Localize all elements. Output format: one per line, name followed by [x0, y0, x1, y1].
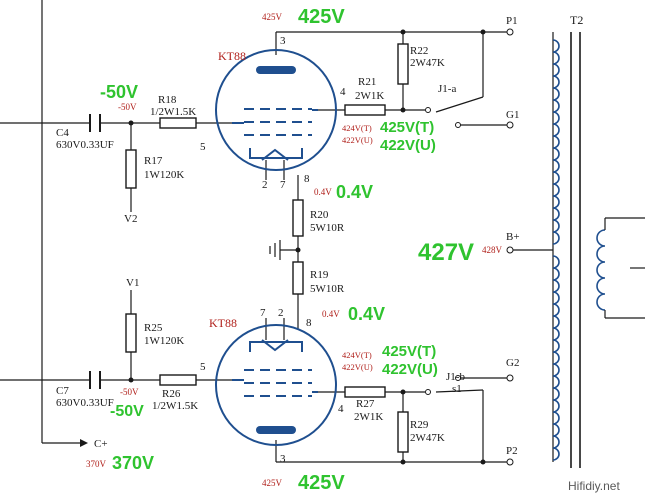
b-plus-voltage: 427V: [418, 239, 474, 266]
b-plus-label: B+: [506, 231, 520, 243]
top-plate-voltage-small: 425V: [262, 12, 283, 22]
top-screen-voltage-t: 425V(T): [380, 119, 434, 136]
s1-label: s1: [452, 383, 462, 395]
g1-terminal-label: G1: [506, 109, 519, 121]
bottom-pin8: 8: [306, 317, 312, 329]
bottom-plate-voltage: 425V: [298, 472, 345, 494]
ground-icon: [269, 240, 281, 260]
v2-label: V2: [124, 213, 137, 225]
junction-dots: [128, 29, 486, 465]
r27-label: R27: [356, 398, 375, 410]
bottom-pin7: 7: [260, 307, 266, 319]
top-pin7: 7: [280, 179, 286, 191]
top-screen-voltage-u: 422V(U): [380, 137, 436, 154]
bottom-screen-voltage-u: 422V(U): [382, 361, 438, 378]
labels: 425V 425V P1 T2 R22 2W47K KT88 3 R21 2W1…: [56, 6, 620, 494]
c4-value: 630V0.33UF: [56, 139, 114, 151]
r21-value: 2W1K: [355, 90, 384, 102]
top-plate-voltage: 425V: [298, 6, 345, 28]
r29-value: 2W47K: [410, 432, 445, 444]
top-grid-voltage-small: -50V: [118, 102, 137, 112]
capacitor-c4: [89, 114, 101, 132]
transformer-label: T2: [570, 13, 583, 27]
bottom-cathode-voltage-small: 0.4V: [322, 309, 340, 319]
bottom-grid-voltage-small: -50V: [120, 387, 139, 397]
top-pin2: 2: [262, 179, 268, 191]
bottom-pin3: 3: [280, 453, 286, 465]
top-screen-voltage-t-small: 424V(T): [342, 123, 372, 133]
r26-label: R26: [162, 388, 181, 400]
tube-kt88-bottom: [215, 324, 337, 446]
resistor-r18: [159, 117, 197, 129]
resistor-r22: [397, 43, 409, 85]
top-pin8: 8: [304, 173, 310, 185]
resistor-r20: [292, 199, 304, 237]
r22-label: R22: [410, 45, 428, 57]
c4-label: C4: [56, 127, 69, 139]
v1-label: V1: [126, 277, 139, 289]
top-grid-voltage: -50V: [100, 82, 138, 102]
bottom-screen-voltage-u-small: 422V(U): [342, 362, 373, 372]
r18-value: 1/2W1.5K: [150, 106, 196, 118]
c7-label: C7: [56, 385, 69, 397]
j1b-label: J1-b: [446, 371, 465, 383]
c7-value: 630V0.33UF: [56, 397, 114, 409]
r21-label: R21: [358, 76, 376, 88]
g2-terminal-label: G2: [506, 357, 519, 369]
c-plus-voltage-small: 370V: [86, 459, 107, 469]
r25-value: 1W120K: [144, 335, 184, 347]
watermark: Hifidiy.net: [568, 479, 620, 493]
p1-terminal-label: P1: [506, 15, 518, 27]
r17-value: 1W120K: [144, 169, 184, 181]
top-cathode-voltage-small: 0.4V: [314, 187, 332, 197]
resistor-r26: [159, 374, 197, 386]
resistor-r29: [397, 411, 409, 453]
resistor-r27: [344, 386, 386, 398]
r25-label: R25: [144, 322, 163, 334]
r22-value: 2W47K: [410, 57, 445, 69]
resistor-r19: [292, 261, 304, 295]
top-cathode-voltage: 0.4V: [336, 182, 373, 202]
b-plus-voltage-small: 428V: [482, 245, 503, 255]
top-pin3: 3: [280, 35, 286, 47]
resistor-r25: [125, 313, 137, 353]
r27-value: 2W1K: [354, 411, 383, 423]
bottom-pin5: 5: [200, 361, 206, 373]
top-screen-voltage-u-small: 422V(U): [342, 135, 373, 145]
c-plus-voltage: 370V: [112, 453, 154, 473]
r26-value: 1/2W1.5K: [152, 400, 198, 412]
wires: [0, 0, 554, 463]
r19-value: 5W10R: [310, 283, 345, 295]
r18-label: R18: [158, 94, 177, 106]
p2-terminal-label: P2: [506, 445, 518, 457]
bottom-screen-voltage-t: 425V(T): [382, 343, 436, 360]
tube-kt88-top: [215, 49, 337, 171]
resistor-r21: [344, 104, 386, 116]
top-pin4: 4: [340, 86, 346, 98]
r19-label: R19: [310, 269, 329, 281]
bottom-grid-voltage: -50V: [110, 403, 144, 420]
bottom-screen-voltage-t-small: 424V(T): [342, 350, 372, 360]
c-plus-label: C+: [94, 438, 108, 450]
tube-top-label: KT88: [218, 49, 246, 63]
r20-label: R20: [310, 209, 329, 221]
terminals: [425, 28, 514, 466]
bottom-cathode-voltage: 0.4V: [348, 304, 385, 324]
tube-bottom-label: KT88: [209, 316, 237, 330]
r17-label: R17: [144, 155, 163, 167]
capacitor-c7: [89, 371, 101, 389]
top-pin5: 5: [200, 141, 206, 153]
r29-label: R29: [410, 419, 429, 431]
bottom-plate-voltage-small: 425V: [262, 478, 283, 488]
bottom-pin2: 2: [278, 307, 284, 319]
bottom-pin4: 4: [338, 403, 344, 415]
r20-value: 5W10R: [310, 222, 345, 234]
j1a-label: J1-a: [438, 83, 456, 95]
resistor-r17: [125, 149, 137, 189]
output-transformer: [552, 32, 645, 468]
